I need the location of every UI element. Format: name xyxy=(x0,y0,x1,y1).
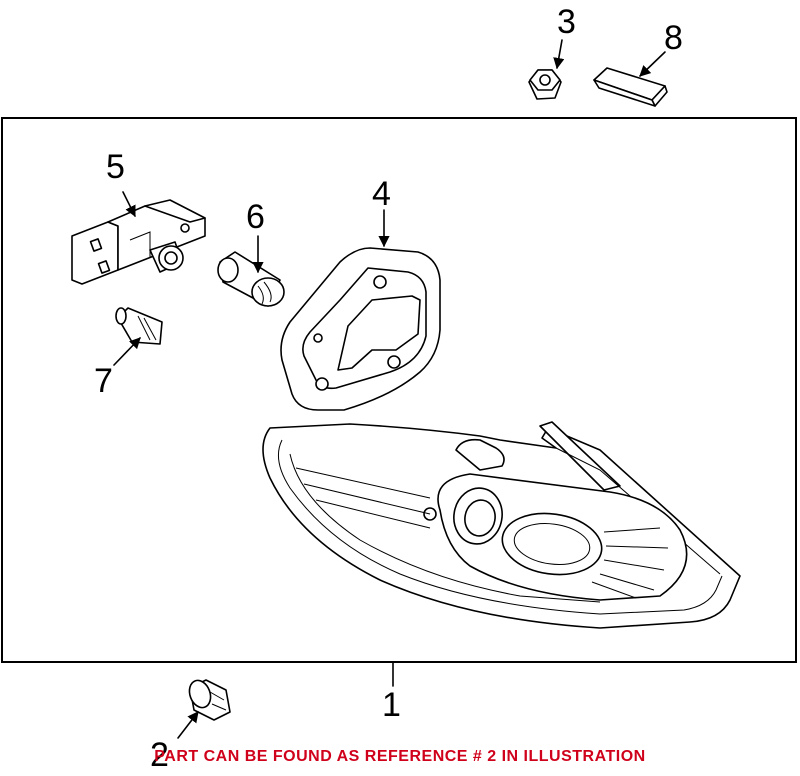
assembly-frame xyxy=(1,117,797,663)
part-1-tail-lamp[interactable] xyxy=(262,421,741,629)
part-2-grommet[interactable] xyxy=(186,677,231,721)
callout-1: 1 xyxy=(382,686,401,724)
callout-4: 4 xyxy=(372,175,391,213)
part-4-gasket[interactable] xyxy=(280,247,441,411)
callout-6: 6 xyxy=(246,198,265,236)
reference-note: PART CAN BE FOUND AS REFERENCE # 2 IN IL… xyxy=(154,748,646,765)
part-7-leader xyxy=(113,337,141,366)
part-8-leader xyxy=(639,51,666,77)
part-2-leader xyxy=(177,711,199,739)
part-6-bulb[interactable] xyxy=(217,251,285,307)
callout-2: 2 xyxy=(150,736,169,774)
callout-5: 5 xyxy=(106,148,125,186)
callout-7: 7 xyxy=(94,362,113,400)
part-5-leader xyxy=(122,191,136,218)
callout-8: 8 xyxy=(664,19,683,57)
part-5-socket[interactable] xyxy=(71,199,206,285)
callout-3: 3 xyxy=(557,3,576,41)
part-3-leader xyxy=(553,39,565,70)
part-3-nut[interactable] xyxy=(528,69,562,100)
part-8-pad[interactable] xyxy=(593,67,668,107)
part-7-small-bulb[interactable] xyxy=(115,307,163,345)
